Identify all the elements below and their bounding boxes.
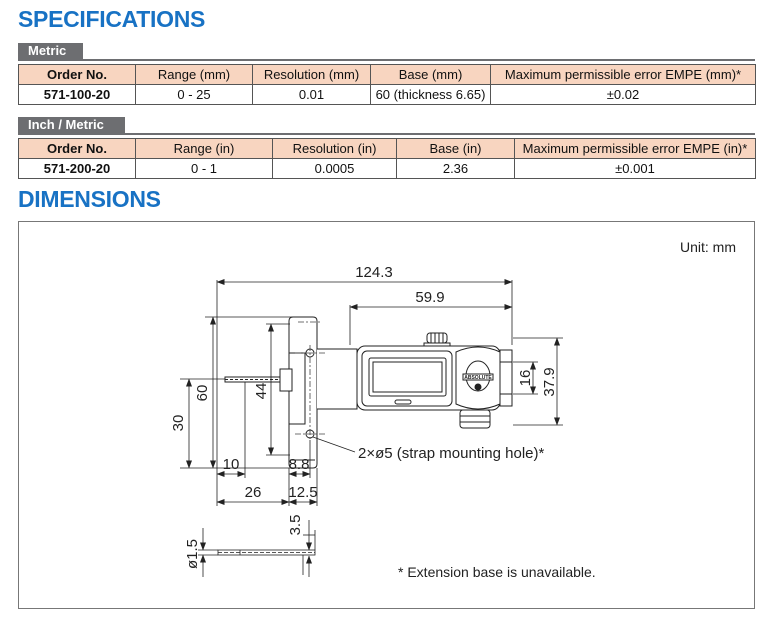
- dimension-labels: 124.3 59.9 60 30 44 16 37.9 10 8.8 26 12…: [170, 264, 558, 501]
- unit-label: Unit: mm: [680, 239, 736, 255]
- header-range: Range (in): [135, 138, 273, 159]
- dim-body-height: 37.9: [541, 367, 558, 396]
- dim-base-offset: 26: [245, 484, 262, 501]
- inch-spec-table: Order No. Range (in) Resolution (in) Bas…: [18, 138, 756, 179]
- header-base: Base (mm): [370, 64, 491, 85]
- cell-range: 0 - 25: [135, 84, 253, 105]
- dim-base-height: 60: [194, 385, 211, 402]
- rod-block: [279, 368, 293, 392]
- dim-display-height: 16: [517, 370, 534, 387]
- dimensions-title: DIMENSIONS: [18, 186, 161, 212]
- header-order-no: Order No.: [18, 138, 136, 159]
- end-plate: [499, 349, 513, 407]
- metric-tab-line: [18, 59, 755, 61]
- header-order-no: Order No.: [18, 64, 136, 85]
- metric-tab: Metric: [18, 43, 83, 59]
- inch-metric-tab: Inch / Metric: [18, 117, 125, 133]
- rod-detail: [198, 520, 316, 577]
- header-range: Range (mm): [135, 64, 253, 85]
- dim-rod-height: 30: [170, 415, 187, 432]
- table-header-row: Order No. Range (mm) Resolution (mm) Bas…: [18, 64, 756, 85]
- lcd-display: [368, 357, 447, 397]
- body-inner: [361, 350, 453, 407]
- cell-base: 2.36: [396, 158, 515, 179]
- footnote: * Extension base is unavailable.: [398, 564, 596, 580]
- table-row: 571-100-20 0 - 25 0.01 60 (thickness 6.6…: [18, 84, 756, 105]
- body-neck: [317, 348, 358, 410]
- cell-max-error: ±0.02: [490, 84, 756, 105]
- dim-rod-extension: 10: [223, 456, 240, 473]
- dim-base-width: 12.5: [288, 484, 317, 501]
- dimension-lines: [180, 279, 563, 506]
- display-slot: [394, 399, 412, 405]
- table-row: 571-200-20 0 - 1 0.0005 2.36 ±0.001: [18, 158, 756, 179]
- inch-tab-line: [18, 133, 755, 135]
- dim-body-length: 59.9: [415, 289, 444, 306]
- cell-range: 0 - 1: [135, 158, 273, 179]
- top-button: [426, 332, 448, 344]
- cell-order-no: 571-200-20: [18, 158, 136, 179]
- header-resolution: Resolution (in): [272, 138, 397, 159]
- table-header-row: Order No. Range (in) Resolution (in) Bas…: [18, 138, 756, 159]
- dim-rod-diameter: ø1.5: [184, 539, 201, 569]
- header-base: Base (in): [396, 138, 515, 159]
- specifications-title: SPECIFICATIONS: [18, 6, 206, 32]
- dimensions-frame: [18, 221, 755, 609]
- cell-max-error: ±0.001: [514, 158, 756, 179]
- metric-spec-table: Order No. Range (mm) Resolution (mm) Bas…: [18, 64, 756, 105]
- brand-label: ABSOLUTE: [464, 375, 492, 381]
- dim-tip-length: 3.5: [287, 515, 304, 536]
- cell-resolution: 0.01: [252, 84, 371, 105]
- thimble: [459, 409, 491, 429]
- dim-overall-length: 124.3: [355, 264, 393, 281]
- device-outline: [224, 316, 513, 469]
- dim-hole-offset: 8.8: [289, 456, 310, 473]
- base-plate: [288, 316, 318, 469]
- cell-base: 60 (thickness 6.65): [370, 84, 491, 105]
- cell-resolution: 0.0005: [272, 158, 397, 179]
- dim-hole-spacing: 44: [253, 383, 270, 400]
- centre-lines: [295, 321, 325, 440]
- strap-note: 2×ø5 (strap mounting hole)*: [358, 445, 545, 462]
- header-max-error: Maximum permissible error EMPE (in)*: [514, 138, 756, 159]
- header-max-error: Maximum permissible error EMPE (mm)*: [490, 64, 756, 85]
